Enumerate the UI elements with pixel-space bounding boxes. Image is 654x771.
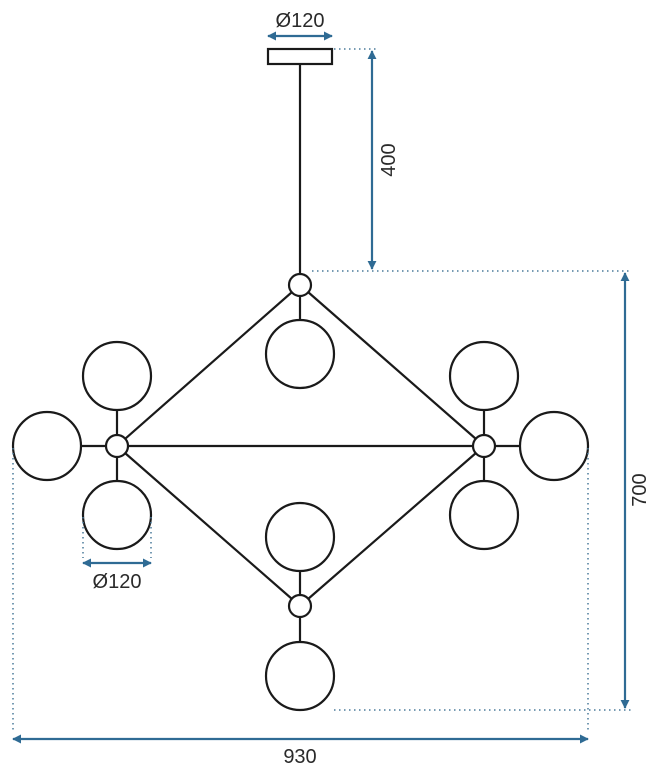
drop-length-label: 400 bbox=[378, 143, 400, 176]
dimension-guides bbox=[12, 48, 632, 732]
frame-arm-bottom-right bbox=[299, 445, 485, 607]
globe-inner-bottom bbox=[264, 501, 336, 573]
lamp-structure bbox=[11, 47, 590, 712]
globe-right-side bbox=[518, 410, 590, 482]
ceiling-canopy bbox=[266, 47, 334, 66]
body-width-label: 930 bbox=[283, 746, 316, 768]
joint-right bbox=[471, 433, 497, 459]
frame-arm-top-left bbox=[116, 284, 301, 447]
joint-left bbox=[104, 433, 130, 459]
canopy-diameter-label: Ø120 bbox=[276, 10, 325, 32]
globe-left-top bbox=[81, 340, 153, 412]
globe-left-bottom bbox=[81, 479, 153, 551]
joint-top bbox=[287, 272, 313, 298]
joint-bottom bbox=[287, 593, 313, 619]
globe-left-side bbox=[11, 410, 83, 482]
globe-top bbox=[264, 318, 336, 390]
dimension-arrows bbox=[12, 31, 630, 744]
frame-arm-top-right bbox=[299, 284, 485, 447]
globe-diameter-label: Ø120 bbox=[93, 571, 142, 593]
frame-arm-bottom-left bbox=[116, 445, 301, 607]
globe-bottom bbox=[264, 640, 336, 712]
globe-right-bottom bbox=[448, 479, 520, 551]
body-height-label: 700 bbox=[629, 473, 651, 506]
globe-right-top bbox=[448, 340, 520, 412]
